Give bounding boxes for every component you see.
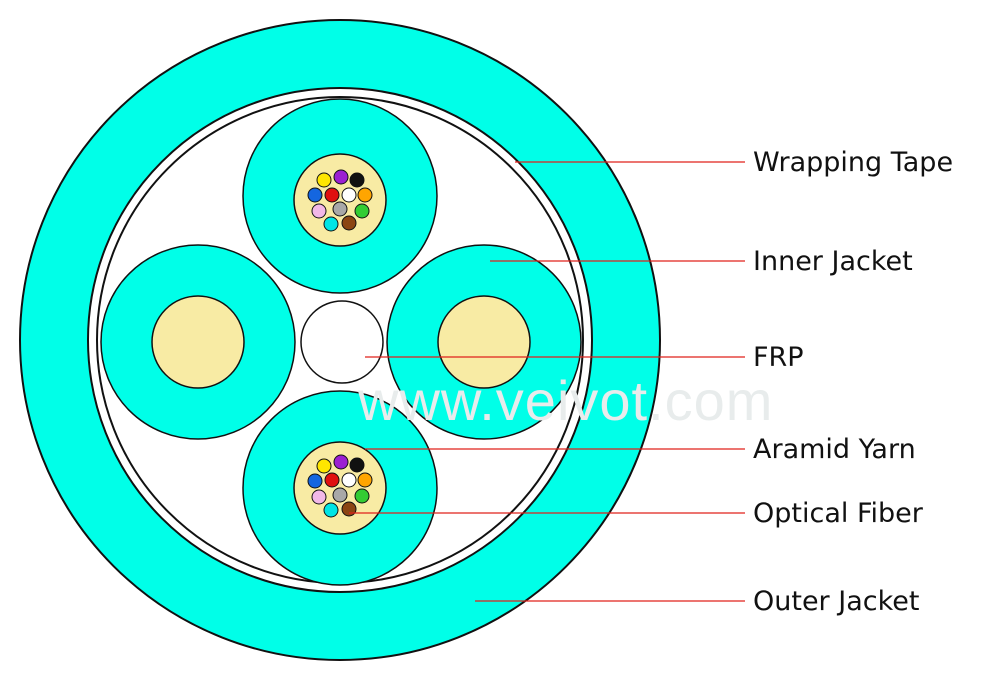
subunit-right (386, 244, 582, 440)
fiber-green (354, 488, 370, 504)
fiber-aqua (323, 216, 339, 232)
fiber-black (349, 172, 365, 188)
label-outer-jacket: Outer Jacket (753, 586, 919, 617)
label-inner-jacket: Inner Jacket (753, 246, 913, 277)
optical-fiber-bundle (307, 169, 373, 232)
watermark: www.veivot.com (357, 369, 773, 432)
fiber-blue (307, 473, 323, 489)
fiber-orange (357, 187, 373, 203)
subunit-bottom (242, 390, 438, 586)
frp-central-member (300, 300, 384, 384)
fiber-red (324, 472, 340, 488)
aramid-yarn (437, 295, 531, 389)
fiber-yellow (316, 458, 332, 474)
label-optical-fiber: Optical Fiber (753, 498, 924, 529)
fiber-violet (333, 169, 349, 185)
fiber-grey (332, 201, 348, 217)
fiber-white (341, 187, 357, 203)
fiber-aqua (323, 502, 339, 518)
fiber-brown (341, 215, 357, 231)
fiber-red (324, 187, 340, 203)
fiber-yellow (316, 172, 332, 188)
subunit-left (100, 244, 296, 440)
fiber-black (349, 457, 365, 473)
label-aramid-yarn: Aramid Yarn (753, 434, 916, 465)
optical-fiber-bundle (307, 454, 373, 518)
fiber-violet (333, 454, 349, 470)
aramid-yarn (293, 153, 387, 247)
fiber-orange (357, 472, 373, 488)
fiber-pink (311, 203, 327, 219)
fiber-white (341, 472, 357, 488)
fiber-pink (311, 489, 327, 505)
label-frp: FRP (753, 342, 804, 373)
fiber-brown (341, 501, 357, 517)
aramid-yarn (151, 295, 245, 389)
fiber-green (354, 203, 370, 219)
subunit-top (242, 98, 438, 294)
label-wrapping-tape: Wrapping Tape (753, 147, 953, 178)
leader-lines (349, 161, 745, 602)
fiber-blue (307, 187, 323, 203)
fiber-grey (332, 487, 348, 503)
